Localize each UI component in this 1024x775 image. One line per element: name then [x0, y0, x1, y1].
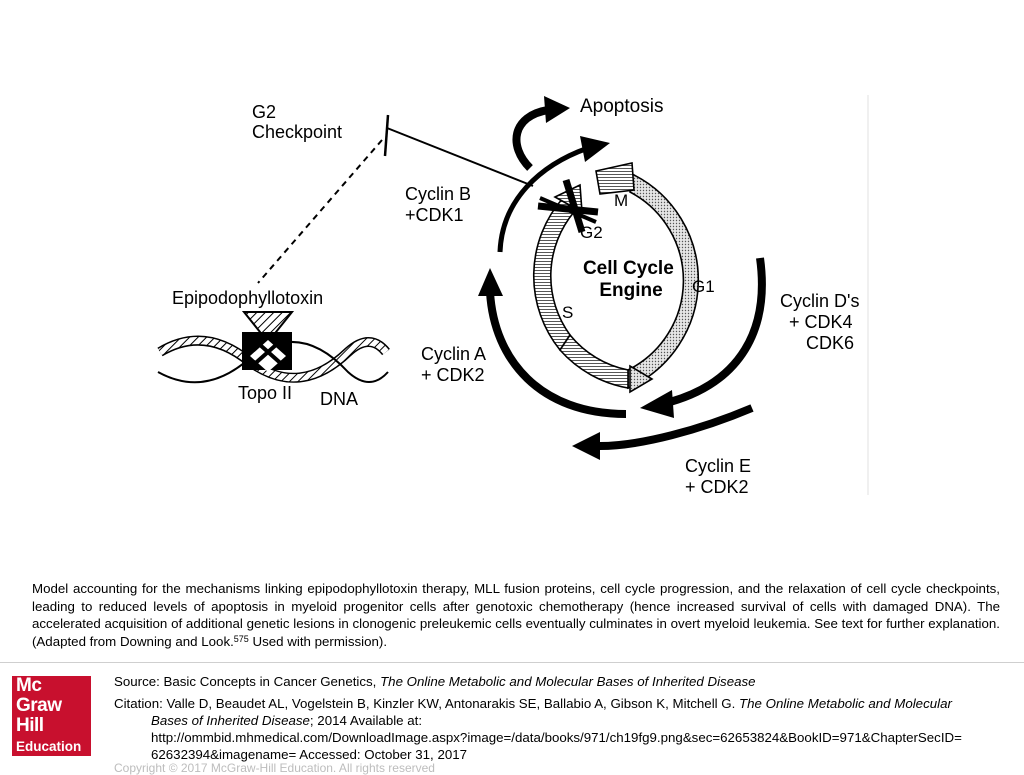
cyclin-b-label: Cyclin B +CDK1 — [405, 184, 476, 225]
apoptosis-label: Apoptosis — [580, 96, 663, 117]
source-title: The Online Metabolic and Molecular Bases… — [380, 674, 756, 689]
copyright-notice: Copyright © 2017 McGraw-Hill Education. … — [114, 761, 435, 775]
logo-line-education: Education — [16, 739, 82, 754]
checkpoint-dashed-link — [257, 139, 383, 284]
cyclin-a-label: Cyclin A + CDK2 — [421, 344, 490, 385]
apoptosis-arrowhead — [544, 96, 570, 123]
cyclin-a-arrowhead — [478, 268, 503, 296]
logo-line-hill: Hill — [16, 715, 44, 736]
g2-checkpoint-label: G2 Checkpoint — [252, 102, 342, 142]
caption-text: Model accounting for the mechanisms link… — [32, 581, 1000, 649]
phase-g1-label: G1 — [692, 277, 715, 296]
g2-block-x — [537, 178, 599, 234]
phase-g2-label: G2 — [580, 223, 603, 242]
figure-caption: Model accounting for the mechanisms link… — [32, 580, 1000, 650]
citation-line: Citation: Valle D, Beaudet AL, Vogelstei… — [114, 695, 1014, 712]
engine-label: Cell Cycle Engine — [583, 258, 679, 301]
footer-divider — [0, 662, 1024, 663]
drug-wedge — [241, 311, 295, 344]
cyclin-e-label: Cyclin E + CDK2 — [685, 456, 756, 497]
phase-m-label: M — [614, 191, 628, 210]
mcgraw-hill-logo: Mc Graw Hill Education — [12, 676, 91, 756]
dna-label: DNA — [320, 389, 358, 409]
cell-cycle-figure: G2 Checkpoint Apoptosis Cyclin B +CDK1 M… — [157, 95, 869, 497]
topo-ii-block — [242, 332, 292, 372]
epipodophyllotoxin-label: Epipodophyllotoxin — [172, 288, 323, 308]
cell-cycle-diagram: G2 Checkpoint Apoptosis Cyclin B +CDK1 M… — [157, 95, 869, 497]
dna-strand-fill — [158, 337, 389, 382]
s-phase-segment — [532, 196, 576, 352]
checkpoint-inhibition-line — [386, 127, 534, 187]
citation-title-a: The Online Metabolic and Molecular — [739, 696, 952, 711]
citation-prefix: Citation: Valle D, Beaudet AL, Vogelstei… — [114, 696, 740, 711]
citation-url[interactable]: http://ommbid.mhmedical.com/DownloadImag… — [151, 730, 962, 745]
citation-availability: ; 2014 Available at: — [309, 713, 423, 728]
source-prefix: Source: Basic Concepts in Cancer Genetic… — [114, 674, 381, 689]
logo-line-graw: Graw — [16, 695, 62, 716]
citation-line-2: Bases of Inherited Disease; 2014 Availab… — [114, 712, 1014, 729]
caption-reference: 575 — [233, 633, 249, 644]
caption-tail: Used with permission). — [248, 633, 388, 649]
footer: Source: Basic Concepts in Cancer Genetic… — [114, 673, 1014, 763]
apoptosis-arrow — [512, 106, 549, 171]
source-line: Source: Basic Concepts in Cancer Genetic… — [114, 673, 1014, 690]
citation-url-2: 62632394&imagename= Accessed: October 31… — [151, 747, 468, 762]
cyclin-d-arrow — [668, 257, 766, 406]
citation-title-b: Bases of Inherited Disease — [151, 713, 310, 728]
cyclin-d-arrowhead — [640, 390, 674, 418]
checkpoint-bar — [383, 114, 390, 157]
s-phase-lower — [558, 333, 629, 389]
cyclin-a-arrow — [486, 291, 627, 418]
logo-line-mc: Mc — [16, 675, 42, 696]
g1-phase-arrowhead — [629, 364, 654, 394]
cyclin-e-arrowhead — [572, 432, 600, 460]
m-phase-block — [595, 162, 635, 195]
cyclin-b-arrow — [497, 145, 589, 253]
cyclin-e-arrow — [599, 404, 754, 450]
cyclin-d-label: Cyclin D's + CDK4 CDK6 — [780, 291, 864, 353]
phase-s-label: S — [562, 303, 573, 322]
cyclin-b-arrowhead — [580, 136, 610, 162]
topo-ii-label: Topo II — [238, 383, 292, 403]
